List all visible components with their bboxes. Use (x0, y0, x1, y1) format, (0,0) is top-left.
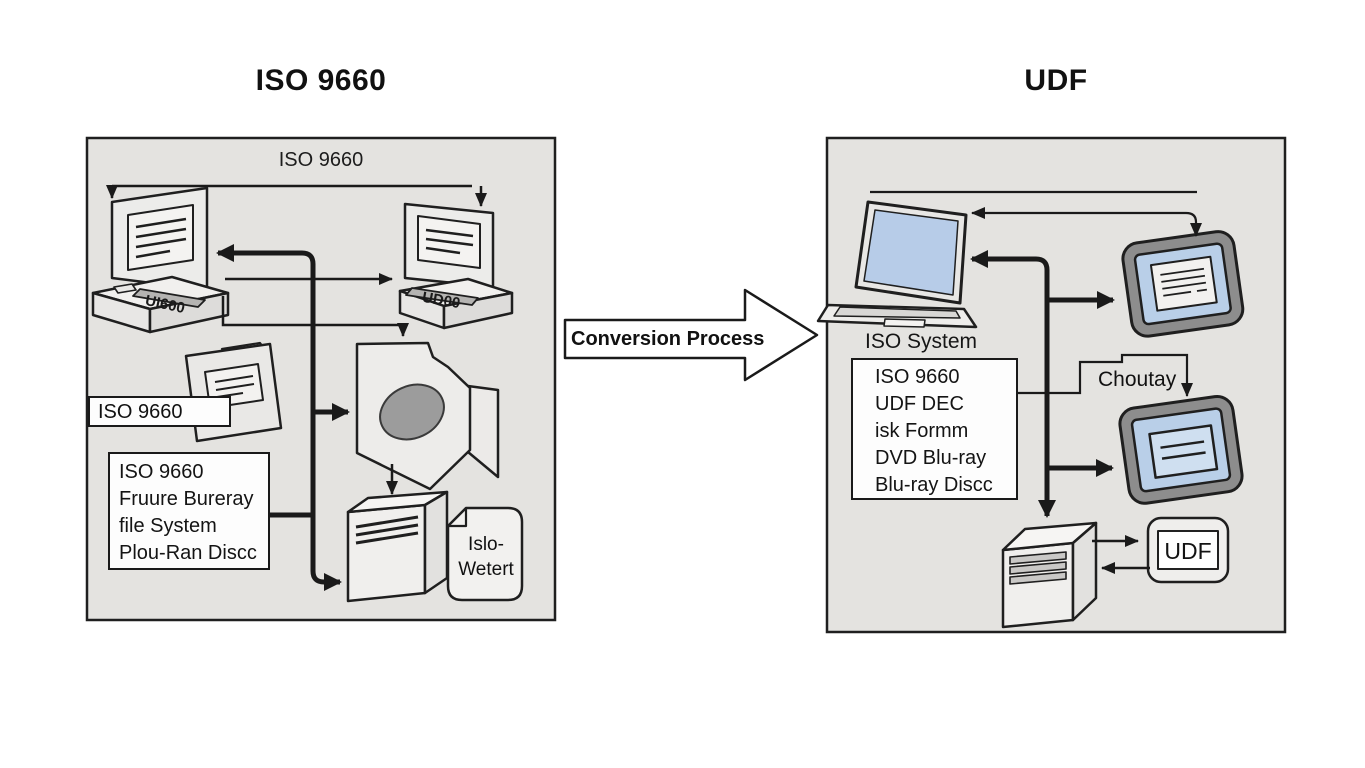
info-line: ISO 9660 (119, 461, 204, 483)
left-title: ISO 9660 (255, 64, 387, 97)
info-line: Blu-ray Discc (875, 474, 993, 496)
folder-label: ISO 9660 (98, 401, 183, 423)
info-line: Plou-Ran Discc (119, 542, 257, 564)
info-line: Fruure Bureray (119, 488, 254, 510)
top-connector-arrows (106, 184, 487, 207)
file-label-line2: Wetert (458, 559, 514, 580)
info-line: UDF DEC (875, 393, 964, 415)
monitor-icon-right (403, 202, 495, 289)
optical-drive-right-icon (398, 277, 514, 330)
tablet-icon-bottom (1118, 394, 1244, 505)
conversion-arrow-shape (563, 288, 819, 382)
file-label-line1: Islo- (468, 534, 504, 555)
right-panel-arrows (870, 190, 1202, 574)
server-box-icon (1001, 521, 1098, 629)
tablet-icon-top (1121, 230, 1245, 338)
conversion-arrow-label: Conversion Process (571, 328, 765, 350)
udf-info-box: ISO 9660 UDF DEC isk Formm DVD Blu-ray B… (851, 358, 1018, 500)
laptop-icon (816, 200, 978, 329)
left-panel-header: ISO 9660 (278, 149, 364, 171)
right-title: UDF (1024, 64, 1088, 97)
file-icon (446, 506, 524, 602)
disc-icon (379, 383, 445, 441)
disc-image-icon (355, 341, 500, 491)
info-line: DVD Blu-ray (875, 447, 987, 469)
file-label: Islo- Wetert (447, 532, 525, 582)
monitor-icon (110, 186, 209, 292)
iso-system-label: ISO System (865, 330, 978, 353)
package-box-icon (346, 490, 449, 603)
info-line: file System (119, 515, 217, 537)
left-panel-arrows (216, 244, 409, 591)
info-line: isk Formm (875, 420, 969, 442)
callout-label: Choutay (1098, 368, 1177, 391)
udf-badge-icon (1146, 516, 1230, 584)
info-line: ISO 9660 (875, 366, 960, 388)
iso-info-box: ISO 9660 Fruure Bureray file System Plou… (108, 452, 270, 570)
folder-label-box: ISO 9660 (88, 396, 231, 427)
udf-box-label: UDF (1164, 538, 1212, 564)
